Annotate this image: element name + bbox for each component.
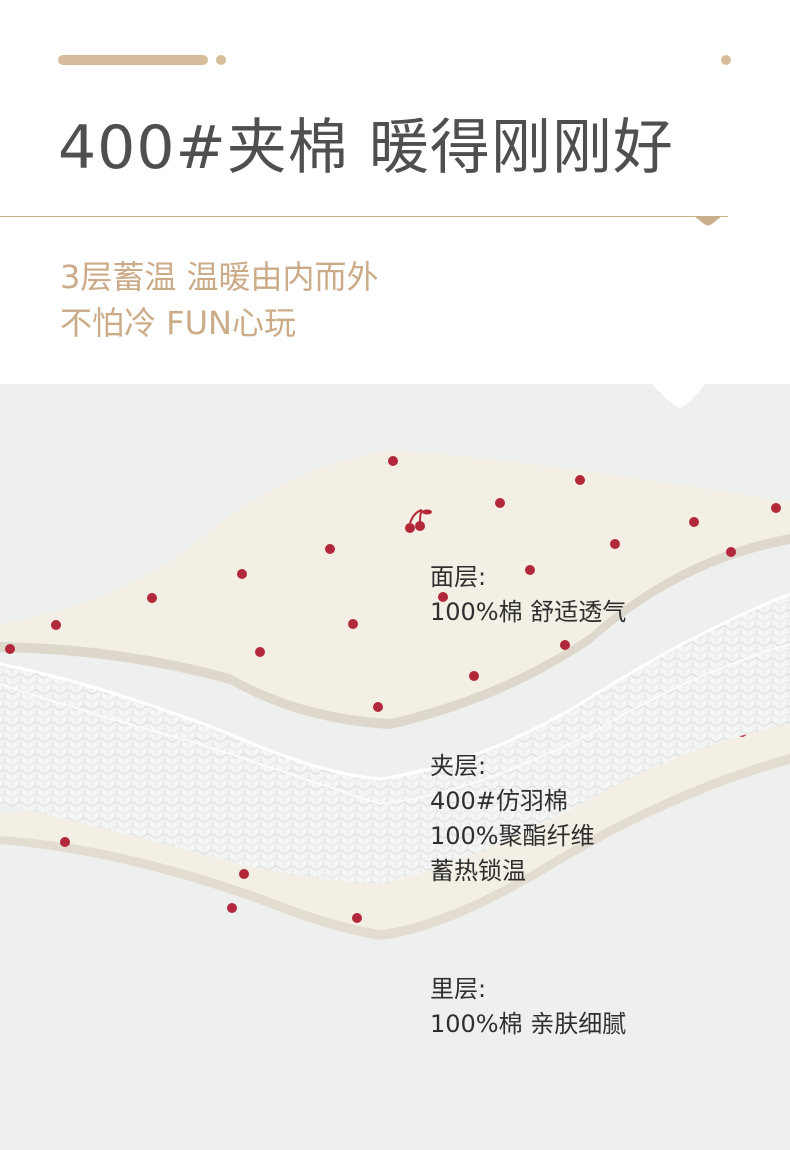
top-layer-fabric bbox=[0, 450, 790, 729]
middle-layer-filling bbox=[0, 592, 790, 884]
face-layer-detail: 100%棉 舒适透气 bbox=[430, 598, 627, 626]
divider-line bbox=[0, 216, 728, 217]
decorative-dot bbox=[216, 55, 226, 65]
header-section: 400#夹棉 暖得刚刚好 3层蓄温 温暖由内而外 不怕冷 FUN心玩 bbox=[0, 0, 790, 384]
polka-dot bbox=[689, 517, 699, 527]
middle-layer-title: 夹层: bbox=[430, 752, 487, 780]
inner-layer-title: 里层: bbox=[430, 975, 487, 1003]
decorative-bar bbox=[58, 55, 208, 65]
polka-dot bbox=[239, 869, 249, 879]
inner-layer-detail: 100%棉 亲肤细腻 bbox=[430, 1010, 627, 1038]
polka-dot bbox=[771, 503, 781, 513]
tagline-line-2: 不怕冷 FUN心玩 bbox=[60, 304, 296, 342]
polka-dot bbox=[560, 640, 570, 650]
middle-layer-detail: 100%聚酯纤维 bbox=[430, 822, 595, 850]
fabric-layers-illustration bbox=[0, 384, 790, 940]
polka-dot bbox=[5, 644, 15, 654]
polka-dot bbox=[373, 702, 383, 712]
tagline-line-1: 3层蓄温 温暖由内而外 bbox=[60, 258, 379, 296]
polka-dot bbox=[726, 547, 736, 557]
face-layer-title: 面层: bbox=[430, 563, 487, 591]
polka-dot bbox=[525, 565, 535, 575]
polka-dot bbox=[348, 619, 358, 629]
polka-dot bbox=[438, 592, 448, 602]
polka-dot bbox=[495, 498, 505, 508]
polka-dot bbox=[237, 569, 247, 579]
decorative-dot bbox=[721, 55, 731, 65]
middle-layer-detail: 400#仿羽棉 bbox=[430, 787, 568, 815]
headline: 400#夹棉 暖得刚刚好 bbox=[58, 113, 674, 183]
cherry-motif bbox=[405, 509, 432, 533]
polka-dot bbox=[227, 903, 237, 913]
fabric-layers-section: 面层: 100%棉 舒适透气 夹层: 400#仿羽棉 100%聚酯纤维 蓄热锁温… bbox=[0, 384, 790, 1150]
notch-shape bbox=[652, 384, 705, 408]
polka-dot bbox=[610, 539, 620, 549]
polka-dot bbox=[60, 837, 70, 847]
polka-dot bbox=[575, 475, 585, 485]
middle-layer-detail: 蓄热锁温 bbox=[430, 857, 526, 885]
polka-dot bbox=[388, 456, 398, 466]
divider-tip bbox=[694, 216, 722, 226]
polka-dot bbox=[325, 544, 335, 554]
polka-dot bbox=[352, 913, 362, 923]
polka-dot bbox=[469, 671, 479, 681]
polka-dot bbox=[255, 647, 265, 657]
polka-dot bbox=[51, 620, 61, 630]
polka-dot bbox=[147, 593, 157, 603]
